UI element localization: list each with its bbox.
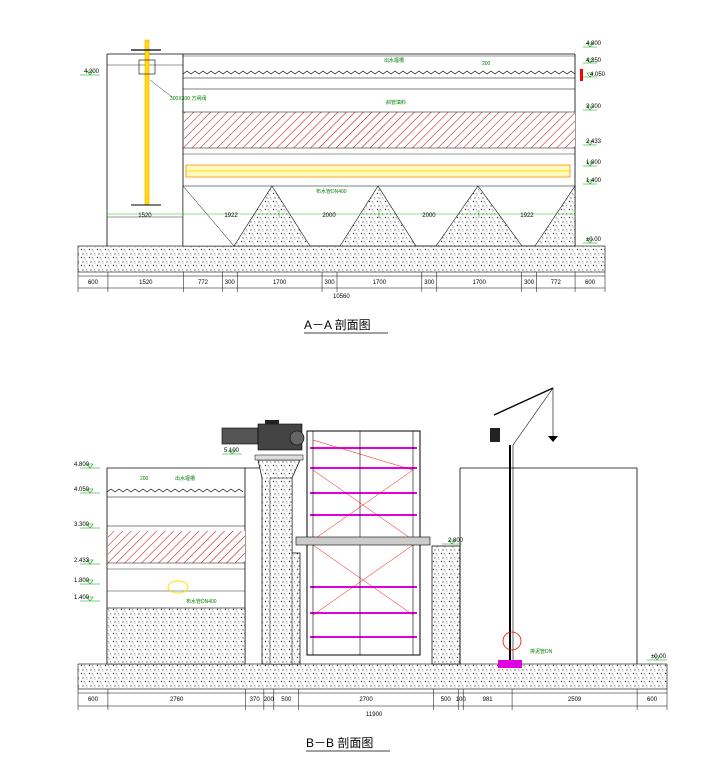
- level-bb-4800: 4.800: [74, 462, 90, 468]
- note-aa-trough: 出水堰槽: [384, 57, 404, 64]
- level-aa-left: 4.200: [84, 69, 100, 75]
- base-slab-aa: [77, 245, 606, 273]
- section-bb: 4.800 4.050 3.300 2.433 1.800 1.400 5.10…: [74, 387, 668, 752]
- aa-bottom-dim-label: 300: [325, 280, 336, 286]
- level-aa-4350: 4.350: [586, 58, 602, 64]
- aa-bottom-dim-label: 300: [225, 280, 236, 286]
- level-bb-motor: 5.100: [224, 448, 240, 454]
- sludge-bed-bb: [106, 607, 246, 665]
- bb-bottom-dim-label: 500: [441, 697, 452, 703]
- note-bb-sludge: 排泥管DN: [530, 648, 553, 655]
- bb-bottom-dim-label: 600: [647, 697, 658, 703]
- bb-bottom-dim-label: 2509: [568, 697, 582, 703]
- aa-bottom-dim-label: 300: [524, 280, 535, 286]
- aa-bay-dim-label: 1922: [224, 213, 238, 219]
- right-pier-bb: [431, 545, 461, 665]
- level-bb-mid: 2.800: [448, 538, 464, 544]
- level-aa-3300: 3.300: [586, 104, 602, 110]
- aa-bottom-dim-label: 1520: [139, 280, 153, 286]
- total-aa: 10560: [333, 294, 350, 300]
- bb-bottom-dim-label: 981: [483, 697, 494, 703]
- aa-bottom-dim-label: 1700: [373, 280, 387, 286]
- aa-bay-dim-label: 2000: [322, 213, 336, 219]
- weir-teeth-bb: [106, 488, 244, 493]
- total-bb: 11900: [366, 712, 383, 718]
- bb-bottom-dim-label: 200: [264, 697, 275, 703]
- level-aa-2433: 2.433: [586, 139, 602, 145]
- aa-bottom-dim-label: 300: [424, 280, 435, 286]
- bb-bottom-dim-label: 2700: [359, 697, 373, 703]
- aa-bay-dim-label: 2000: [422, 213, 436, 219]
- feed-pipe-marker-bb: [167, 580, 189, 594]
- aa-bottom-dim-label: 600: [88, 280, 99, 286]
- level-bb-4050: 4.050: [74, 487, 90, 493]
- bb-bottom-dim-label: 500: [281, 697, 292, 703]
- outlet-pipe-aa: [580, 69, 583, 81]
- section-aa: 4.800 4.350 4.050 3.300 2.433 1.800 1.40…: [77, 39, 606, 334]
- level-bb-1800: 1.800: [74, 578, 90, 584]
- aa-bay-dim-label: 1520: [138, 213, 152, 219]
- aa-bottom-dim-label: 1700: [273, 280, 287, 286]
- aa-bottom-dim-label: 772: [551, 280, 562, 286]
- weir-teeth-aa: [182, 70, 576, 75]
- aa-bottom-dim-label: 1700: [473, 280, 487, 286]
- note-bb-trough: 出水堰槽: [175, 475, 195, 482]
- level-bb-2433: 2.433: [74, 558, 90, 564]
- level-bb-3300: 3.300: [74, 522, 90, 528]
- note-bb-pitch: 200: [140, 476, 149, 482]
- level-aa-4050: 4.050: [590, 72, 606, 78]
- motor-bb: [221, 427, 259, 445]
- aa-bottom-dim-label: 772: [198, 280, 209, 286]
- tube-media-bb: [108, 531, 245, 563]
- note-aa-media: 斜管填料: [386, 99, 406, 106]
- level-aa-4800: 4.800: [586, 41, 602, 47]
- title-bb: B－B 剖面图: [306, 736, 373, 750]
- level-aa-1800: 1.800: [586, 160, 602, 166]
- sludge-pipe-marker-bb: [502, 631, 522, 651]
- bb-bottom-dim-label: 2760: [170, 697, 184, 703]
- valve-stem-aa: [144, 39, 150, 206]
- base-slab-bb: [77, 663, 668, 690]
- note-aa-valve: 300X300 方闸阀: [170, 95, 206, 102]
- level-bb-1400: 1.400: [74, 595, 90, 601]
- note-aa-pipe: 布水管DN400: [316, 188, 347, 195]
- level-bb-zero: ±0.00: [651, 654, 667, 660]
- level-aa-zero: ±0.00: [586, 237, 602, 243]
- aa-bay-dim-label: 1922: [520, 213, 534, 219]
- level-aa-1400: 1.400: [586, 178, 602, 184]
- bb-bottom-dim-label: 100: [456, 697, 467, 703]
- bb-bottom-dim-label: 600: [88, 697, 99, 703]
- note-bb-pipe: 布水管DN400: [186, 598, 217, 605]
- bb-bottom-dim-label: 370: [250, 697, 261, 703]
- note-aa-pitch: 200: [482, 61, 491, 67]
- tube-media-aa: [184, 112, 575, 148]
- title-aa: A－A 剖面图: [304, 318, 371, 332]
- aa-bottom-dim-label: 600: [585, 280, 596, 286]
